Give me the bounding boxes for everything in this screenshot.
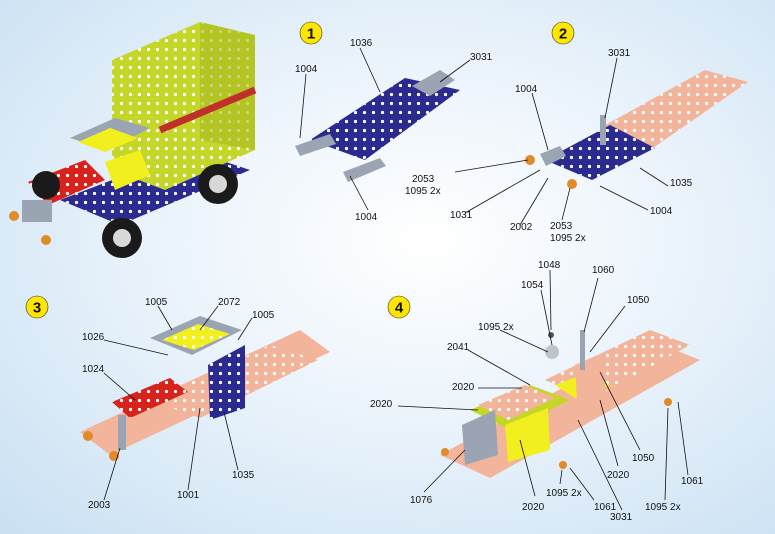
label: 1054 [521, 280, 544, 291]
label: 2020 [607, 470, 630, 481]
label: 3031 [470, 52, 493, 63]
label: 1095 2x [645, 502, 681, 513]
label: 1004 [515, 84, 538, 95]
label: 1005 [252, 310, 275, 321]
yellow-cab-plate [78, 128, 138, 152]
label: 1050 [632, 453, 655, 464]
label: 2053 [412, 174, 435, 185]
step-2: 2 3031 1004 2053 1095 2x 1035 1031 2002 … [405, 21, 748, 244]
step-badge [387, 295, 411, 319]
label: 1076 [410, 495, 433, 506]
label: 2072 [218, 297, 241, 308]
label: 1031 [450, 210, 473, 221]
label: 1005 [145, 297, 168, 308]
label: 1061 [594, 502, 617, 513]
red-strip [158, 86, 257, 134]
label: 1035 [232, 470, 255, 481]
label: 1026 [82, 332, 105, 343]
label: 1004 [355, 212, 378, 223]
silver-bracket-1076 [462, 410, 498, 465]
label: 2020 [452, 382, 475, 393]
label: 1095 2x [546, 488, 582, 499]
label: 1004 [295, 64, 318, 75]
label: 2041 [447, 342, 470, 353]
label: 3031 [608, 48, 631, 59]
step-badge [25, 295, 49, 319]
step-badge [299, 21, 323, 45]
step-3: 3 1005 2072 1005 1026 1024 2003 1001 103… [25, 295, 330, 511]
label: 1095 2x [478, 322, 514, 333]
label: 2002 [510, 222, 533, 233]
label: 2020 [522, 502, 545, 513]
step-number: 4 [395, 300, 404, 317]
label: 1048 [538, 260, 561, 271]
wheel-rear [198, 164, 238, 204]
label: 2020 [370, 399, 393, 410]
label: 1061 [681, 476, 704, 487]
step-number: 2 [559, 26, 567, 43]
label: 2053 [550, 221, 573, 232]
label: 1095 2x [550, 233, 586, 244]
bracket-2003 [118, 415, 126, 450]
shaft-1060 [580, 330, 585, 370]
step-number: 1 [307, 26, 315, 43]
step-1: 1 1004 1036 3031 1004 [295, 21, 493, 223]
strip-1004-a [295, 134, 336, 156]
label: 2003 [88, 500, 111, 511]
gear-1054 [545, 345, 559, 359]
label: 1060 [592, 265, 615, 276]
label: 1036 [350, 38, 373, 49]
label: 3031 [610, 512, 633, 523]
label: 1035 [670, 178, 693, 189]
label: 1001 [177, 490, 200, 501]
finished-truck-model [9, 22, 257, 258]
label: 1004 [650, 206, 673, 217]
label: 1050 [627, 295, 650, 306]
label: 1024 [82, 364, 105, 375]
strip-1004-b [343, 158, 386, 182]
label: 1095 2x [405, 186, 441, 197]
step-4: 4 1048 1060 1054 [370, 260, 704, 523]
bracket-3031 [412, 70, 455, 96]
wheel-front [102, 218, 142, 258]
bracket-3031 [600, 115, 606, 145]
step-badge [551, 21, 575, 45]
step-number: 3 [33, 300, 41, 317]
yellow-plate [505, 408, 550, 462]
